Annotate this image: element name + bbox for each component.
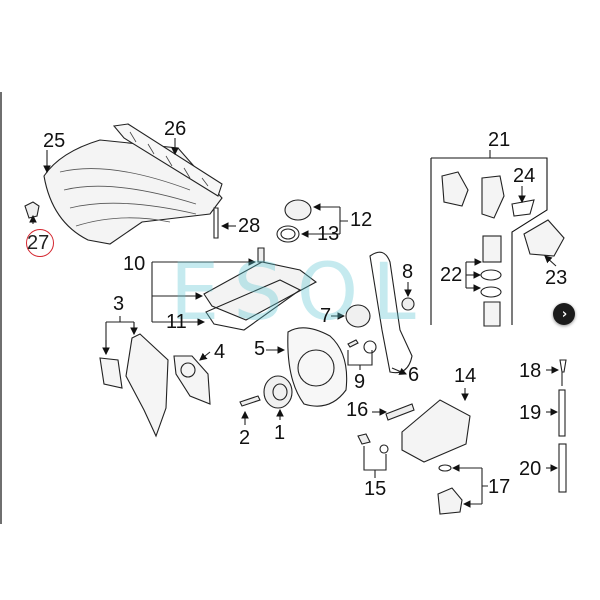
callout-14: 14 [454,365,477,387]
callout-8: 8 [402,261,414,283]
part-filter-cap [483,301,501,327]
part-valve-cover-gasket [205,279,302,331]
callout-28: 28 [238,215,261,237]
callout-26: 26 [164,118,187,140]
part-timing-cover [125,333,169,438]
callout-16: 16 [346,399,369,421]
part-dipstick [559,359,567,386]
part-oil-cooler [523,219,565,257]
part-gasket-24 [511,199,535,217]
filter-housing-frame [430,157,548,325]
part-timing-belt [369,251,413,374]
callout-22: 22 [440,264,463,286]
callout-2: 2 [239,427,251,449]
part-wire-bracket [213,207,219,239]
part-oil-pan [401,399,471,463]
callout-24: 24 [513,165,536,187]
callout-5: 5 [254,338,266,360]
part-crankshaft-pulley [263,375,293,409]
callout-13: 13 [317,223,340,245]
callout-19: 19 [519,402,542,424]
part-drain-plug [357,433,371,445]
highlight-ring [26,229,54,257]
part-dipstick-tube [558,389,566,437]
part-bolt-9 [347,339,359,348]
callout-15: 15 [364,478,387,500]
callout-4: 4 [214,341,226,363]
callout-6: 6 [408,364,420,386]
callout-18: 18 [519,360,542,382]
part-idler [401,297,415,311]
next-image-button[interactable]: › [553,303,575,325]
part-oring-22a [480,269,502,281]
part-spacer-9 [363,340,377,354]
left-edge-divider [0,92,2,524]
callout-21: 21 [488,129,511,151]
callout-25: 25 [43,130,66,152]
part-guide-tube [558,443,567,493]
part-intake-manifold [43,139,223,245]
callout-12: 12 [350,209,373,231]
part-timing-cover-small [99,357,123,389]
callout-27: 27 [27,232,50,254]
callout-17: 17 [488,476,511,498]
part-bolt-10 [257,247,265,263]
callout-9: 9 [354,371,366,393]
callout-1: 1 [274,422,286,444]
chevron-right-icon: › [561,306,568,322]
part-cap-seal [276,225,300,243]
part-tensioner-pulley [345,304,371,328]
callout-11: 11 [166,311,187,333]
part-seal-plate [173,355,211,405]
part-oil-filler-cap [284,199,312,221]
callout-10: 10 [123,253,146,275]
part-filter-element [482,235,502,263]
part-filter-housing [481,175,505,219]
part-oil-pickup [437,487,463,515]
part-oring-17 [438,464,452,472]
part-washer [379,444,389,454]
part-bolt-2 [239,395,261,407]
part-sensor [24,201,40,219]
callout-3: 3 [113,293,125,315]
callout-7: 7 [320,305,332,327]
part-oring-22b [480,286,502,298]
callout-23: 23 [545,267,568,289]
callout-20: 20 [519,458,542,480]
part-rear-timing-cover [287,327,348,407]
part-housing-cover [441,171,469,207]
part-sealant-tube [385,403,415,421]
